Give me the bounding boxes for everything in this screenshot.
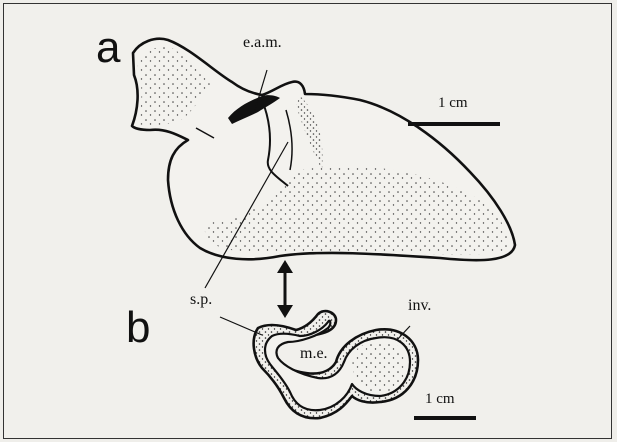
label-eam: e.a.m. bbox=[243, 35, 282, 51]
panel-label-b: b bbox=[126, 306, 150, 350]
specimen-b bbox=[254, 311, 418, 418]
label-inv: inv. bbox=[408, 298, 431, 314]
specimen-a bbox=[132, 39, 515, 260]
label-me: m.e. bbox=[300, 346, 328, 362]
scale-bar-top-label: 1 cm bbox=[438, 96, 468, 111]
scale-bar-bottom-label: 1 cm bbox=[425, 392, 455, 407]
double-arrow bbox=[277, 260, 293, 318]
panel-label-a: a bbox=[96, 26, 120, 70]
label-sp: s.p. bbox=[190, 292, 212, 308]
specimen-b-inv-stipple bbox=[353, 341, 406, 392]
